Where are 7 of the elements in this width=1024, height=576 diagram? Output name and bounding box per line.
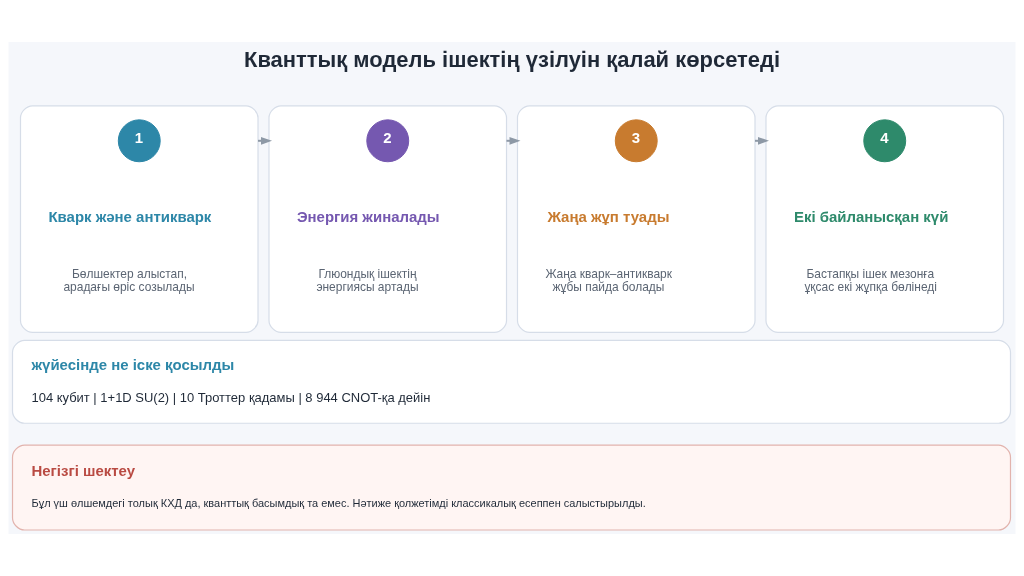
diagram-title: Кванттық модель ішектің үзілуін қалай көрсетеді bbox=[244, 46, 781, 72]
node-box: Негізгі шектеу Бұл үш өлшемдегі толық КХД да, кванттық басымдық та емес. Нәтиже қолжетімді классикалық есеппен салыстырылды. bbox=[11, 444, 1012, 531]
node-circle: 2 bbox=[366, 119, 410, 163]
node-circle: 1 bbox=[117, 119, 161, 163]
node-circle: 4 bbox=[863, 119, 907, 163]
node-circle: 3 bbox=[614, 119, 658, 163]
node-box: жүйесінде не іске қосылды 104 кубит | 1+1D SU(2) | 10 Троттер қадамы | 8 944 CNOT-қа дейін bbox=[11, 339, 1012, 424]
